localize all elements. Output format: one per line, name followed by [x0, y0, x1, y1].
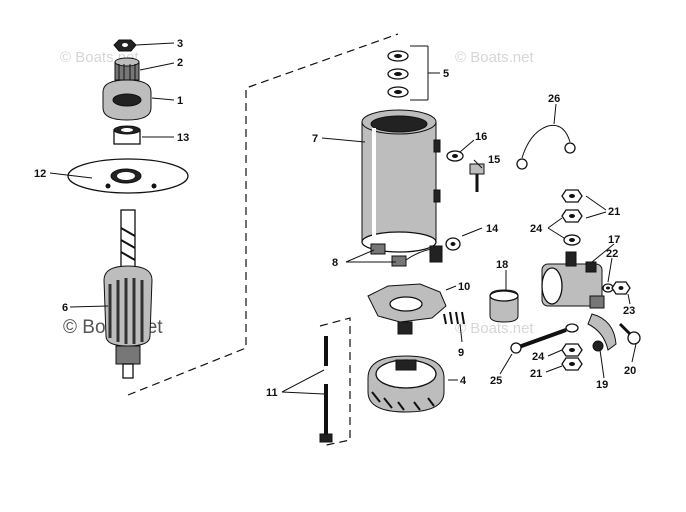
part-nut-23	[611, 281, 631, 295]
callout-4: 4	[460, 375, 467, 387]
part-washers-5	[387, 50, 409, 98]
callout-23: 23	[623, 305, 635, 317]
part-boot-18	[489, 289, 519, 323]
part-end-cap-4	[367, 355, 445, 413]
part-nut-3	[113, 39, 137, 52]
callout-10: 10	[458, 281, 470, 293]
part-end-plate-12	[67, 158, 189, 194]
callout-20: 20	[624, 365, 636, 377]
part-drive-housing-1	[102, 79, 152, 121]
callout-12: 12	[34, 168, 46, 180]
part-nuts-21-top	[561, 189, 583, 246]
callout-13: 13	[177, 132, 189, 144]
part-bracket-19	[587, 313, 617, 352]
callout-6: 6	[62, 302, 68, 314]
callout-2: 2	[177, 57, 183, 69]
part-solenoid-17	[541, 251, 605, 309]
part-cable-26	[516, 124, 576, 170]
part-bushing-13	[113, 125, 141, 145]
callout-8: 8	[332, 257, 338, 269]
part-pinion-2	[114, 57, 140, 81]
part-frame-7	[361, 109, 441, 253]
part-armature-6	[103, 209, 153, 379]
callout-labels: 3 2 1 13 12 6 7 5 16 15 8 14 10 9 4 11 2…	[34, 38, 636, 399]
callout-22: 22	[606, 248, 618, 260]
callout-14: 14	[486, 223, 499, 235]
callout-25: 25	[490, 375, 502, 387]
part-plunger-25	[510, 328, 567, 354]
callout-24-lower: 24	[532, 351, 545, 363]
part-screw-20	[618, 322, 641, 345]
part-bolt-15	[469, 163, 485, 192]
part-screws-9	[443, 311, 465, 325]
callout-16: 16	[475, 131, 487, 143]
part-nut-14	[445, 237, 461, 251]
part-nut-22	[602, 283, 614, 293]
assembly-line-right	[319, 317, 351, 447]
callout-21-lower: 21	[530, 368, 542, 380]
callout-7: 7	[312, 133, 318, 145]
leader-lines	[49, 42, 637, 395]
callout-11: 11	[266, 387, 278, 399]
part-brushes-8	[370, 243, 443, 267]
callout-18: 18	[496, 259, 508, 271]
callout-1: 1	[177, 95, 183, 107]
callout-3: 3	[177, 38, 183, 50]
watermark-2: © Boats.net	[455, 49, 534, 66]
callout-26: 26	[548, 93, 560, 105]
callout-15: 15	[488, 154, 500, 166]
callout-21-top: 21	[608, 206, 620, 218]
assembly-line-left	[127, 33, 399, 396]
callout-24-top: 24	[530, 223, 543, 235]
callout-17: 17	[608, 234, 620, 246]
part-brush-plate-10	[367, 283, 447, 335]
part-through-bolts-11	[319, 336, 333, 443]
callout-9: 9	[458, 347, 464, 359]
callout-19: 19	[596, 379, 608, 391]
part-washer-16	[446, 150, 464, 162]
watermark-4: © Boats.net	[455, 320, 534, 337]
callout-5: 5	[443, 68, 449, 80]
part-nuts-lower	[561, 323, 583, 371]
